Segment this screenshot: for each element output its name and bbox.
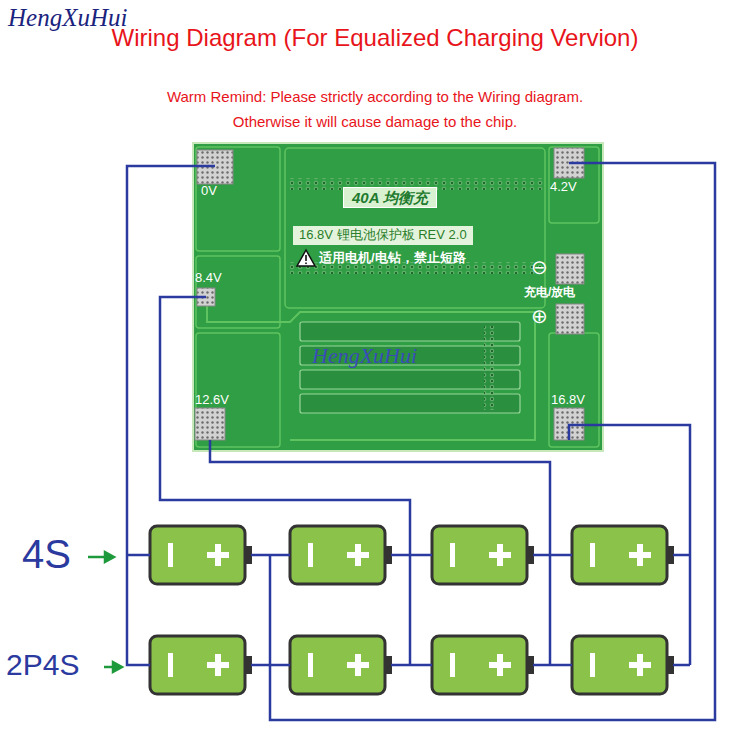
wire	[127, 166, 215, 665]
pcb-board	[549, 147, 599, 223]
solder-pad: 4.2V	[550, 180, 577, 195]
warning-text: 适用电机/电钻，禁止短路	[319, 251, 466, 266]
cell-pads	[300, 322, 520, 413]
battery-cell	[450, 543, 455, 567]
pcb-board	[196, 147, 280, 251]
voltage-label: 8.4V	[195, 271, 222, 286]
solder-pad: 12.6V	[195, 393, 229, 408]
battery-cell	[290, 526, 385, 584]
battery-cell	[245, 546, 252, 564]
voltage-label: 16.8V	[551, 393, 585, 408]
pointer-arrow	[105, 552, 114, 562]
warning-icon	[305, 255, 307, 261]
pcb-board	[193, 143, 603, 451]
pcb-board	[196, 333, 280, 447]
battery-cell	[290, 636, 385, 694]
battery-cell	[308, 543, 313, 567]
board-label: 16.8V 锂电池保护板 REV 2.0	[293, 226, 473, 245]
pcb-board	[207, 306, 535, 440]
solder-pads	[195, 148, 584, 440]
battery-cell	[497, 654, 503, 676]
battery-cell	[590, 653, 595, 677]
battery-cell	[308, 653, 313, 677]
battery-cell	[527, 656, 534, 674]
voltage-label: 12.6V	[195, 393, 229, 408]
pcb-board: 40A 均衡充 16.8V 锂电池保护板 REV 2.0 适用电机/电钻，禁止短路 0…	[193, 143, 603, 451]
battery-cell	[215, 654, 221, 676]
brand-watermark: HengXuHui	[312, 343, 417, 368]
solder-pads	[556, 304, 584, 334]
battery-cell	[590, 543, 595, 567]
battery-cell	[432, 636, 527, 694]
pcb-board	[196, 256, 280, 328]
solder-pads	[195, 408, 225, 440]
battery-cells	[150, 526, 674, 694]
battery-cell	[385, 546, 392, 564]
pointer-arrow	[113, 662, 122, 672]
solder-pad: 16.8V	[551, 393, 585, 408]
pcb-board	[549, 333, 599, 447]
voltage-label: 4.2V	[550, 180, 577, 195]
battery-cell	[667, 656, 674, 674]
battery-cell	[450, 653, 455, 677]
wire	[270, 163, 715, 720]
battery-cell	[150, 526, 245, 584]
pointer-arrow	[88, 552, 122, 672]
note-text: Warm Remind: Please strictly according t…	[0, 88, 750, 105]
wire	[251, 555, 572, 665]
battery-cell	[215, 544, 221, 566]
board-label: 40A 均衡充	[343, 187, 437, 208]
warning-icon	[297, 250, 315, 266]
solder-pads	[556, 254, 584, 284]
battery-cell	[637, 544, 643, 566]
battery-cell	[497, 544, 503, 566]
config-label: 2P4S	[6, 648, 79, 683]
brand-watermark: HengXuHui	[8, 4, 127, 33]
battery-cell	[355, 544, 361, 566]
warning-icon	[305, 263, 307, 265]
battery-cell	[527, 546, 534, 564]
note-text: Otherwise it will cause damage to the ch…	[0, 113, 750, 130]
cell-pads	[484, 326, 494, 410]
terminal-label: 充电/放电	[524, 286, 575, 300]
terminal-symbol: ⊖	[531, 256, 548, 279]
battery-cell	[355, 654, 361, 676]
pcb-board	[285, 148, 545, 308]
warning-icon	[297, 250, 315, 266]
battery-cell	[385, 656, 392, 674]
battery-cell	[572, 526, 667, 584]
wire	[127, 163, 715, 720]
battery-cell	[432, 526, 527, 584]
solder-pad: 8.4V	[195, 271, 222, 286]
battery-cell	[245, 656, 252, 674]
voltage-label: 0V	[201, 184, 217, 199]
solder-pad: 0V	[201, 184, 217, 199]
config-label: 4S	[22, 531, 71, 577]
battery-cell	[637, 654, 643, 676]
battery-cell	[168, 653, 173, 677]
pointer-arrow	[88, 556, 106, 559]
battery-cell	[168, 543, 173, 567]
pcb-board	[193, 143, 603, 451]
terminal-symbol: ⊕	[531, 305, 548, 328]
wire	[569, 425, 690, 665]
battery-cell	[150, 636, 245, 694]
battery-cell	[667, 546, 674, 564]
battery-cell	[572, 636, 667, 694]
wire	[210, 440, 550, 665]
